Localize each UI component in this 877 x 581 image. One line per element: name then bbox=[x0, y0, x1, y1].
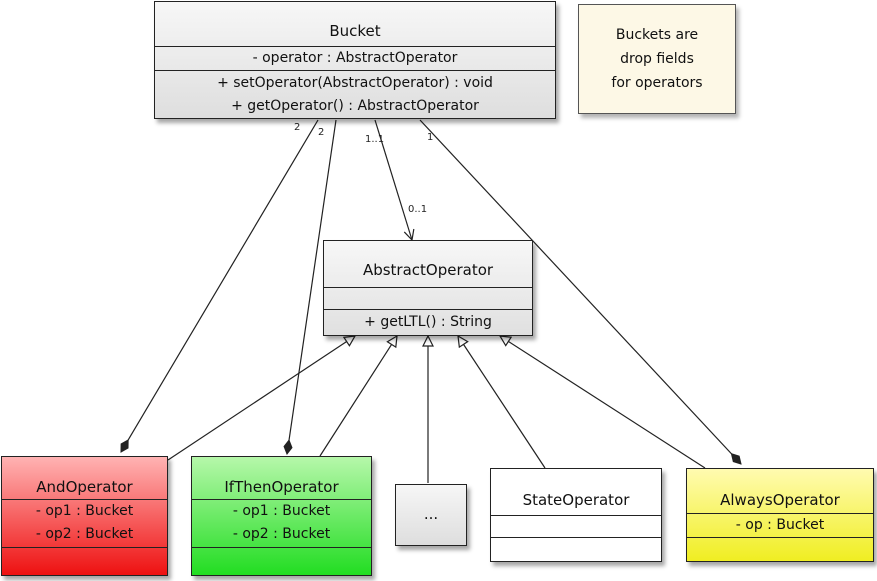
edge-always-bucket bbox=[419, 119, 742, 465]
class-always-operator-attributes: - op : Bucket bbox=[687, 513, 873, 537]
class-and-operator-methods bbox=[2, 547, 167, 575]
class-and-operator-name: AndOperator bbox=[36, 478, 133, 496]
edge-ifthen-bucket bbox=[283, 119, 337, 455]
class-abstract-operator-methods: + getLTL() : String bbox=[324, 309, 532, 335]
method-setoperator: + setOperator(AbstractOperator) : void bbox=[217, 75, 493, 91]
edge-abstract-bucket bbox=[374, 119, 412, 240]
class-bucket-attributes: - operator : AbstractOperator bbox=[155, 46, 555, 70]
class-ifthen-operator-name: IfThenOperator bbox=[224, 478, 339, 496]
attribute-op: - op : Bucket bbox=[735, 517, 825, 533]
mult-abstract-bucket: 1..1 bbox=[365, 134, 385, 145]
class-ifthen-operator-methods bbox=[192, 547, 371, 575]
attribute-op2: - op2 : Bucket bbox=[232, 526, 331, 542]
class-state-operator-methods bbox=[491, 537, 661, 561]
class-ifthen-operator[interactable]: IfThenOperator - op1 : Bucket - op2 : Bu… bbox=[191, 456, 372, 576]
edge-always-inherits bbox=[500, 336, 706, 469]
class-and-operator[interactable]: AndOperator - op1 : Bucket - op2 : Bucke… bbox=[1, 456, 168, 576]
class-state-operator[interactable]: StateOperator bbox=[490, 468, 662, 562]
class-ellipsis-name: ... bbox=[423, 505, 439, 523]
attribute-op1: - op1 : Bucket bbox=[232, 503, 331, 519]
edge-and-bucket bbox=[120, 119, 319, 453]
class-bucket[interactable]: Bucket - operator : AbstractOperator + s… bbox=[154, 1, 556, 119]
class-bucket-name: Bucket bbox=[329, 22, 381, 40]
mult-ifthen-bucket: 2 bbox=[318, 127, 325, 138]
edge-state-inherits bbox=[458, 336, 546, 469]
class-state-operator-attributes bbox=[491, 515, 661, 537]
mult-abstract-op: 0..1 bbox=[408, 204, 428, 215]
attribute-op1: - op1 : Bucket bbox=[35, 503, 134, 519]
class-ifthen-operator-attributes: - op1 : Bucket - op2 : Bucket bbox=[192, 499, 371, 547]
edge-and-inherits bbox=[167, 336, 355, 461]
method-getltl: + getLTL() : String bbox=[364, 314, 492, 330]
note-line-3: for operators bbox=[611, 75, 703, 91]
class-always-operator-name: AlwaysOperator bbox=[720, 491, 840, 509]
class-always-operator-methods bbox=[687, 537, 873, 561]
class-abstract-operator-attributes bbox=[324, 287, 532, 309]
class-and-operator-attributes: - op1 : Bucket - op2 : Bucket bbox=[2, 499, 167, 547]
method-getoperator: + getOperator() : AbstractOperator bbox=[231, 98, 479, 114]
class-always-operator[interactable]: AlwaysOperator - op : Bucket bbox=[686, 468, 874, 562]
note-line-2: drop fields bbox=[620, 51, 694, 67]
edge-ifthen-inherits bbox=[319, 336, 397, 457]
class-state-operator-name: StateOperator bbox=[522, 491, 630, 509]
class-abstract-operator-name: AbstractOperator bbox=[362, 261, 494, 279]
mult-and-bucket: 2 bbox=[294, 122, 301, 133]
class-ellipsis[interactable]: ... bbox=[395, 484, 467, 546]
class-bucket-methods: + setOperator(AbstractOperator) : void +… bbox=[155, 70, 555, 118]
class-abstract-operator[interactable]: AbstractOperator + getLTL() : String bbox=[323, 240, 533, 336]
attribute-operator: - operator : AbstractOperator bbox=[252, 50, 458, 66]
mult-always-bucket: 1 bbox=[427, 132, 434, 143]
attribute-op2: - op2 : Bucket bbox=[35, 526, 134, 542]
note-line-1: Buckets are bbox=[615, 27, 699, 43]
note-buckets: Buckets are drop fields for operators bbox=[578, 4, 736, 114]
